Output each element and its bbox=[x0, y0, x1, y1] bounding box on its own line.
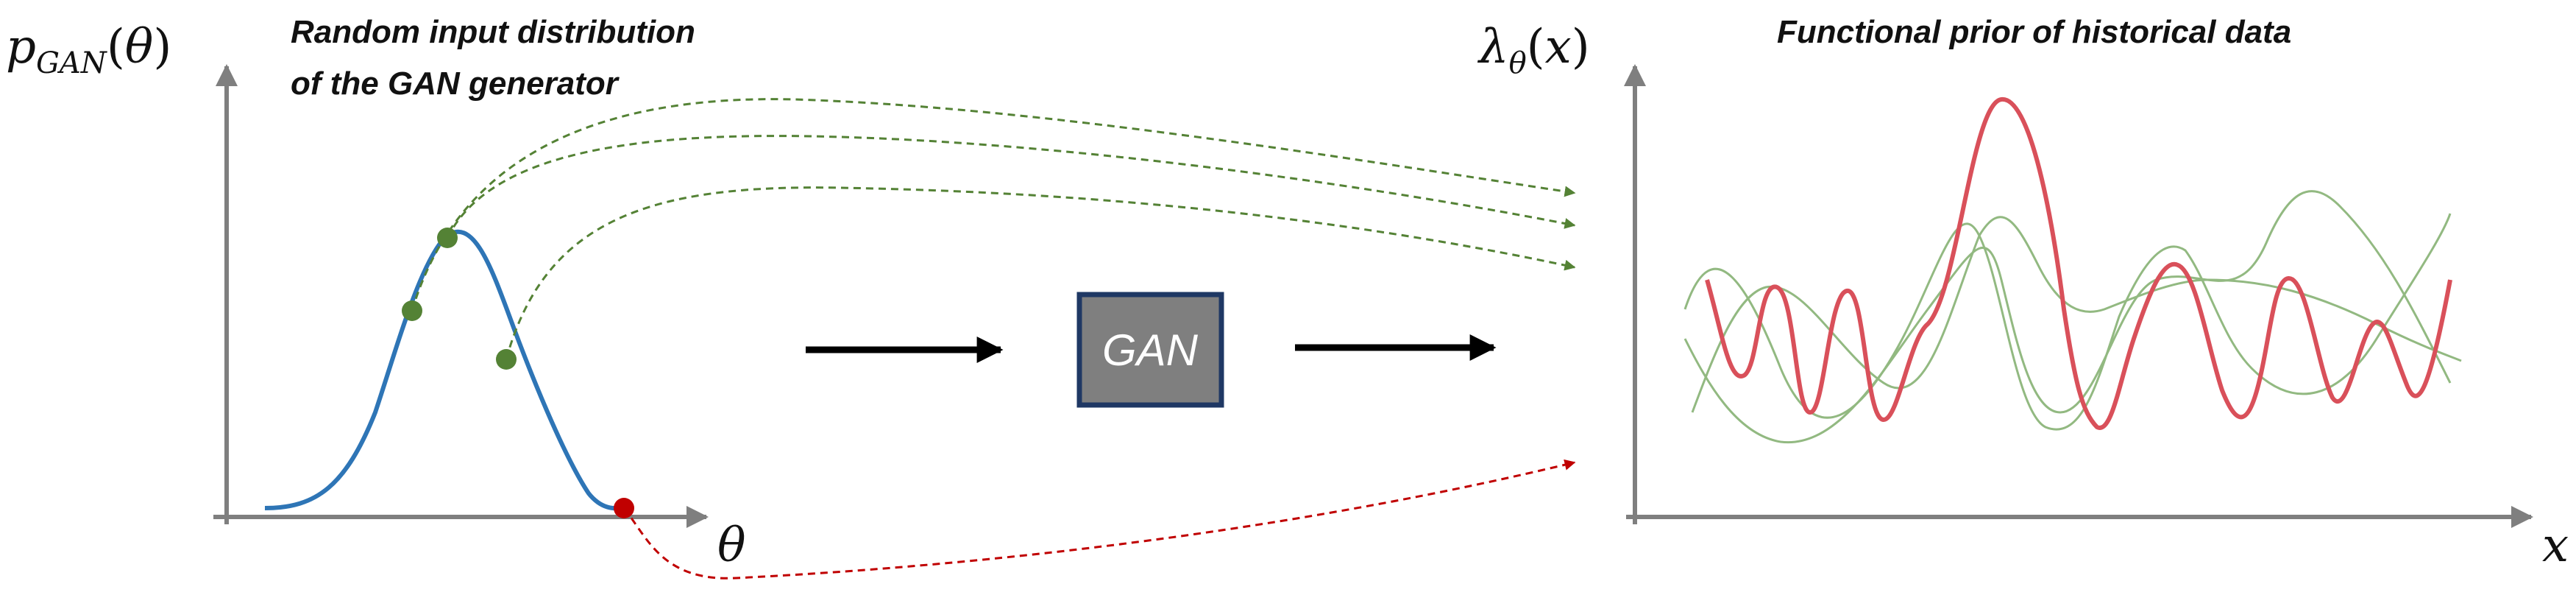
mapping-arrow-green-2 bbox=[446, 135, 1576, 239]
right-title: Functional prior of historical data bbox=[1777, 14, 2291, 50]
mapping-arrow-green-1 bbox=[411, 98, 1576, 311]
left-x-axis-label: θ bbox=[717, 518, 746, 573]
right-y-axis-label: λθ(x) bbox=[1477, 20, 1590, 80]
red-function bbox=[1705, 97, 2452, 430]
right-x-axis-label: x bbox=[2542, 518, 2569, 573]
sample-point-green-2 bbox=[437, 228, 458, 248]
gan-box bbox=[1076, 292, 1224, 408]
left-title-line2: of the GAN generator bbox=[291, 66, 620, 102]
green-function-2 bbox=[1683, 190, 2452, 444]
gan-block: GAN bbox=[806, 292, 1497, 408]
distribution-curve bbox=[264, 229, 625, 511]
green-function-1 bbox=[1683, 213, 2452, 431]
left-title-line1: Random input distribution bbox=[291, 14, 695, 50]
left-panel: Random input distribution of the GAN gen… bbox=[6, 14, 1576, 580]
gan-box-label: GAN bbox=[1102, 325, 1199, 375]
sample-point-green-3 bbox=[496, 349, 517, 370]
mapping-arrow-red bbox=[622, 459, 1576, 580]
left-y-axis-label: pGAN(θ) bbox=[6, 20, 171, 80]
sample-point-green-1 bbox=[402, 300, 422, 321]
right-panel: Functional prior of historical data λθ(x… bbox=[1477, 14, 2569, 573]
sample-point-red bbox=[614, 498, 634, 518]
mapping-arrow-green-3 bbox=[505, 186, 1576, 360]
